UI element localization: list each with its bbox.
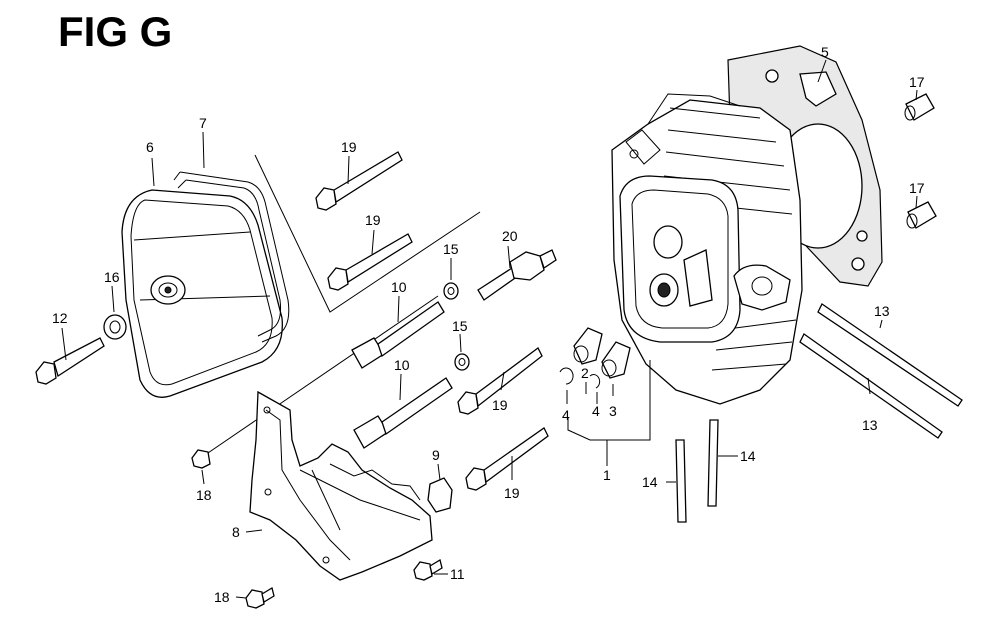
callout-4a: 4 [562,407,570,423]
bolt-19-mid [327,233,413,291]
callout-19-lower: 19 [492,397,508,413]
valve-guide-3 [601,341,631,379]
callout-7: 7 [199,115,207,131]
callout-18-lower: 18 [214,589,230,605]
callout-6: 6 [146,139,154,155]
stud-spacer-10-bottom [353,377,453,449]
callout-10-bottom: 10 [394,357,410,373]
bolt-18-upper [191,449,211,469]
guide-line-a [254,154,481,313]
spark-plug-part [477,249,557,301]
stud-14-left [675,439,687,523]
callout-13-lower: 13 [862,417,878,433]
callout-15-top: 15 [443,241,459,257]
callout-13-upper: 13 [874,303,890,319]
bolt-18-lower [245,586,275,609]
long-bolt-13-lower [799,333,943,439]
callout-10-top: 10 [391,279,407,295]
dowel-pin-17-bottom [906,201,937,229]
callout-12: 12 [52,310,68,326]
bracket-part [249,390,433,581]
stud-14-right [707,419,719,507]
valve-guide-2 [573,327,603,365]
callout-9: 9 [432,447,440,463]
callout-19-top: 19 [341,139,357,155]
bolt-19-bottom [465,427,549,491]
cover-bolt-part [35,337,105,385]
stud-spacer-10-top [351,301,445,369]
guide-line-b [204,295,439,456]
washer-15-top [443,282,459,300]
sealing-washer-part [103,314,127,340]
long-bolt-13-upper [817,303,963,407]
callout-17-top: 17 [909,74,925,90]
callout-16: 16 [104,269,120,285]
leader-lines [61,59,918,599]
bolt-11 [413,558,443,581]
callout-17-bottom: 17 [909,180,925,196]
callout-5: 5 [821,44,829,60]
callout-11: 11 [450,566,465,582]
figure-title: FIG G [58,8,173,55]
cylinder-head-part [611,93,803,405]
clip-part [427,477,453,513]
washer-15-bottom [454,353,470,371]
clip-ring-4b [589,374,601,389]
valve-cover-part [121,189,283,398]
callout-labels: 7 6 16 12 19 19 10 10 20 15 15 19 19 9 8… [52,44,925,605]
bolt-19-top [315,151,403,211]
callout-3: 3 [609,403,617,419]
callout-19-bottom: 19 [504,485,520,501]
callout-1: 1 [603,467,611,483]
clip-ring-4a [559,367,574,385]
callout-4b: 4 [592,403,600,419]
callout-19-mid: 19 [365,212,381,228]
callout-20: 20 [502,228,518,244]
bolt-19-lower [457,347,543,415]
callout-14-right: 14 [740,448,756,464]
callout-15-bottom: 15 [452,318,468,334]
dowel-pin-17-top [904,93,935,121]
callout-14-left: 14 [642,474,658,490]
cover-gasket-part [173,171,290,343]
callout-18-upper: 18 [196,487,212,503]
callout-2: 2 [581,365,589,381]
callout-8: 8 [232,524,240,540]
